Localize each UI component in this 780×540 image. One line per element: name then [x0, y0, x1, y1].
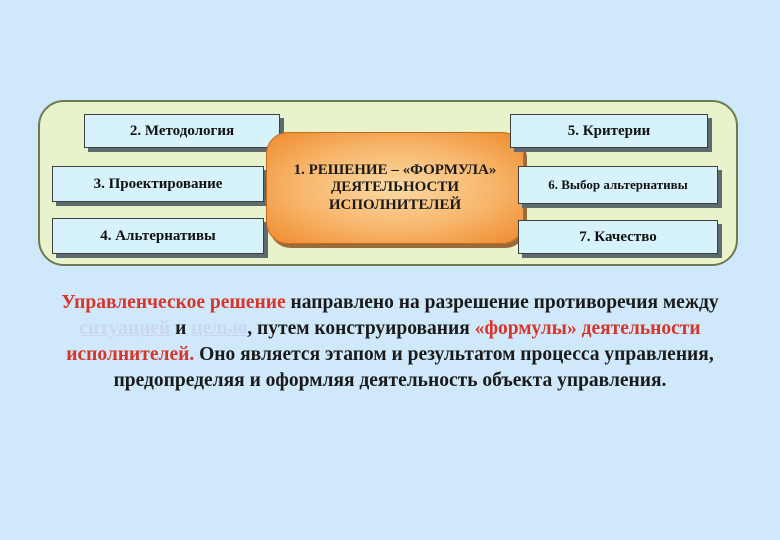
box-criteria: 5. Критерии [510, 114, 708, 148]
box-design: 3. Проектирование [52, 166, 264, 202]
box-methodology: 2. Методология [84, 114, 280, 148]
text-segment: , путем конструирования [247, 317, 475, 339]
text-segment: Оно является этапом и результатом процес… [113, 343, 714, 391]
center-decision-box: 1. РЕШЕНИЕ – «ФОРМУЛА» ДЕЯТЕЛЬНОСТИ ИСПО… [266, 132, 524, 244]
box-choice: 6. Выбор альтернативы [518, 166, 718, 204]
text-segment: и [170, 317, 192, 339]
description-paragraph: Управленческое решение направлено на раз… [30, 290, 750, 394]
term-goal: целью [191, 317, 248, 339]
term-management-decision: Управленческое решение [61, 292, 286, 313]
text-segment: направлено на разрешение противоречия ме… [285, 292, 719, 313]
term-situation: ситуацией [79, 317, 171, 339]
term-formula: «формулы» деятельности исполнителей. [66, 317, 701, 365]
box-quality: 7. Качество [518, 220, 718, 254]
box-alternatives: 4. Альтернативы [52, 218, 264, 254]
